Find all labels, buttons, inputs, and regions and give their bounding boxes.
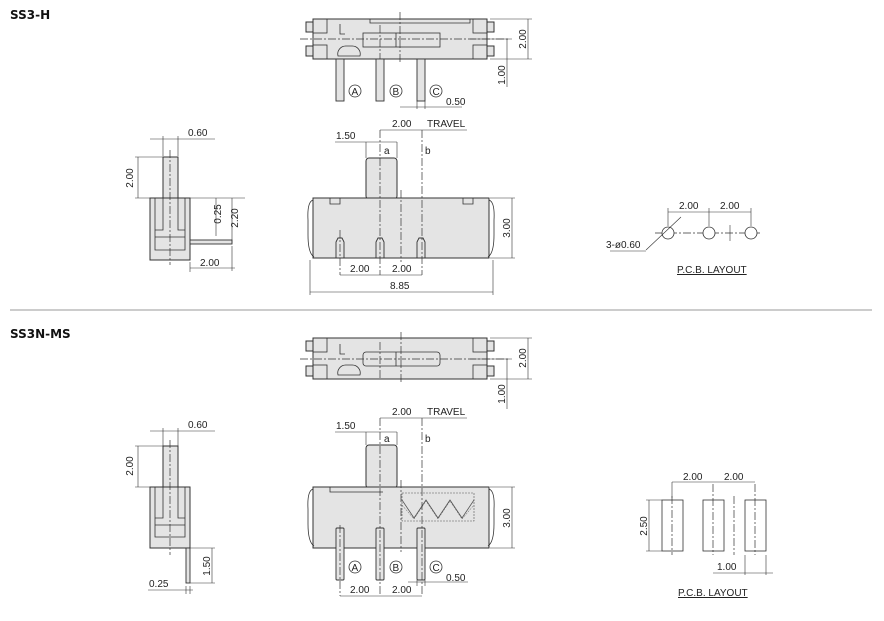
dim-label: 2.00 bbox=[392, 264, 412, 275]
front-view: A B C 2.00 TRAVEL 1.50 a b 3.00 2.00 2.0… bbox=[307, 407, 515, 597]
slot bbox=[362, 32, 441, 48]
dim-label: 0.50 bbox=[446, 97, 466, 108]
pin-a bbox=[335, 58, 345, 102]
dim-label: 2.00 bbox=[518, 29, 529, 49]
pcb-pad bbox=[744, 499, 767, 552]
pcb-hole bbox=[661, 226, 675, 240]
position-a-label: a bbox=[384, 146, 390, 157]
dim-label: 2.00 bbox=[724, 472, 744, 483]
actuator-side bbox=[162, 156, 179, 199]
pin-c bbox=[416, 58, 426, 102]
pin-b bbox=[375, 58, 385, 102]
dim-label: 1.50 bbox=[202, 556, 213, 576]
dp-marking bbox=[337, 24, 361, 57]
top-view: 2.00 1.00 bbox=[300, 332, 532, 409]
side-view: 0.60 2.00 1.50 0.25 bbox=[125, 420, 215, 594]
dim-label: 2.00 bbox=[392, 119, 412, 130]
side-pin bbox=[185, 547, 191, 584]
dim-label: 2.50 bbox=[639, 516, 650, 536]
pcb-hole bbox=[702, 226, 716, 240]
dp-marking bbox=[337, 344, 361, 376]
pin-label: C bbox=[433, 563, 440, 574]
dim-label: 1.00 bbox=[497, 65, 508, 85]
position-b-label: b bbox=[425, 146, 431, 157]
dim-label: 2.00 bbox=[200, 258, 220, 269]
dim-label: 1.50 bbox=[336, 421, 356, 432]
dim-label: 1.00 bbox=[717, 562, 737, 573]
dim-label: 2.00 bbox=[679, 201, 699, 212]
position-b-label: b bbox=[425, 434, 431, 445]
hole-spec: 3-ø0.60 bbox=[606, 240, 641, 251]
section-ss3n-ms: SS3N-MS 2.00 1.00 bbox=[10, 327, 773, 599]
pin-label: B bbox=[393, 87, 400, 98]
pin-label: B bbox=[393, 563, 400, 574]
side-pin bbox=[189, 239, 233, 245]
pcb-hole bbox=[744, 226, 758, 240]
pcb-pad bbox=[702, 499, 725, 552]
dim-label: 2.00 bbox=[350, 585, 370, 596]
dim-label: 0.50 bbox=[446, 573, 466, 584]
dim-label: 2.00 bbox=[518, 348, 529, 368]
pcb-layout-label: P.C.B. LAYOUT bbox=[678, 588, 748, 599]
pcb-layout: 2.00 2.00 2.50 1.00 P.C.B. LAYOUT bbox=[639, 472, 773, 599]
dim-label: 1.00 bbox=[497, 384, 508, 404]
front-view: 2.00 TRAVEL 1.50 a b 3.00 2.00 2.00 8.85 bbox=[307, 119, 515, 295]
dim-label: 2.00 bbox=[125, 168, 136, 188]
top-view: A B C 0.50 2.00 1.00 bbox=[300, 12, 532, 109]
dim-label: 2.00 bbox=[392, 407, 412, 418]
pin-label: A bbox=[352, 87, 359, 98]
dim-label: 2.20 bbox=[230, 208, 241, 228]
dim-label: 3.00 bbox=[502, 218, 513, 238]
section-ss3-h: SS3-H A B C 0.50 2.00 bbox=[10, 8, 760, 295]
switch-body-top bbox=[312, 337, 488, 380]
dim-label: 2.00 bbox=[392, 585, 412, 596]
travel-label: TRAVEL bbox=[427, 119, 466, 130]
dim-label: 2.00 bbox=[720, 201, 740, 212]
spring bbox=[401, 492, 475, 522]
actuator bbox=[365, 444, 398, 489]
dim-label: 2.00 bbox=[683, 472, 703, 483]
pcb-layout-label: P.C.B. LAYOUT bbox=[677, 265, 747, 276]
side-view: 0.60 2.00 0.25 2.20 2.00 bbox=[125, 128, 245, 272]
actuator-side bbox=[162, 445, 179, 488]
dim-label: 8.85 bbox=[390, 281, 410, 292]
dim-label: 0.60 bbox=[188, 420, 208, 431]
pcb-layout: 2.00 2.00 3-ø0.60 P.C.B. LAYOUT bbox=[606, 201, 760, 276]
section-title: SS3N-MS bbox=[10, 327, 71, 341]
dim-label: 0.25 bbox=[213, 204, 224, 224]
pin-c bbox=[416, 527, 426, 581]
dim-label: 3.00 bbox=[502, 508, 513, 528]
pcb-pad bbox=[661, 499, 684, 552]
dim-label: 0.25 bbox=[149, 579, 169, 590]
pin-label: A bbox=[352, 563, 359, 574]
dim-label: 2.00 bbox=[350, 264, 370, 275]
section-title: SS3-H bbox=[10, 8, 50, 22]
actuator bbox=[365, 157, 398, 200]
position-a-label: a bbox=[384, 434, 390, 445]
dim-label: 1.50 bbox=[336, 131, 356, 142]
travel-label: TRAVEL bbox=[427, 407, 466, 418]
pin-label: C bbox=[433, 87, 440, 98]
dim-label: 2.00 bbox=[125, 456, 136, 476]
dim-label: 0.60 bbox=[188, 128, 208, 139]
